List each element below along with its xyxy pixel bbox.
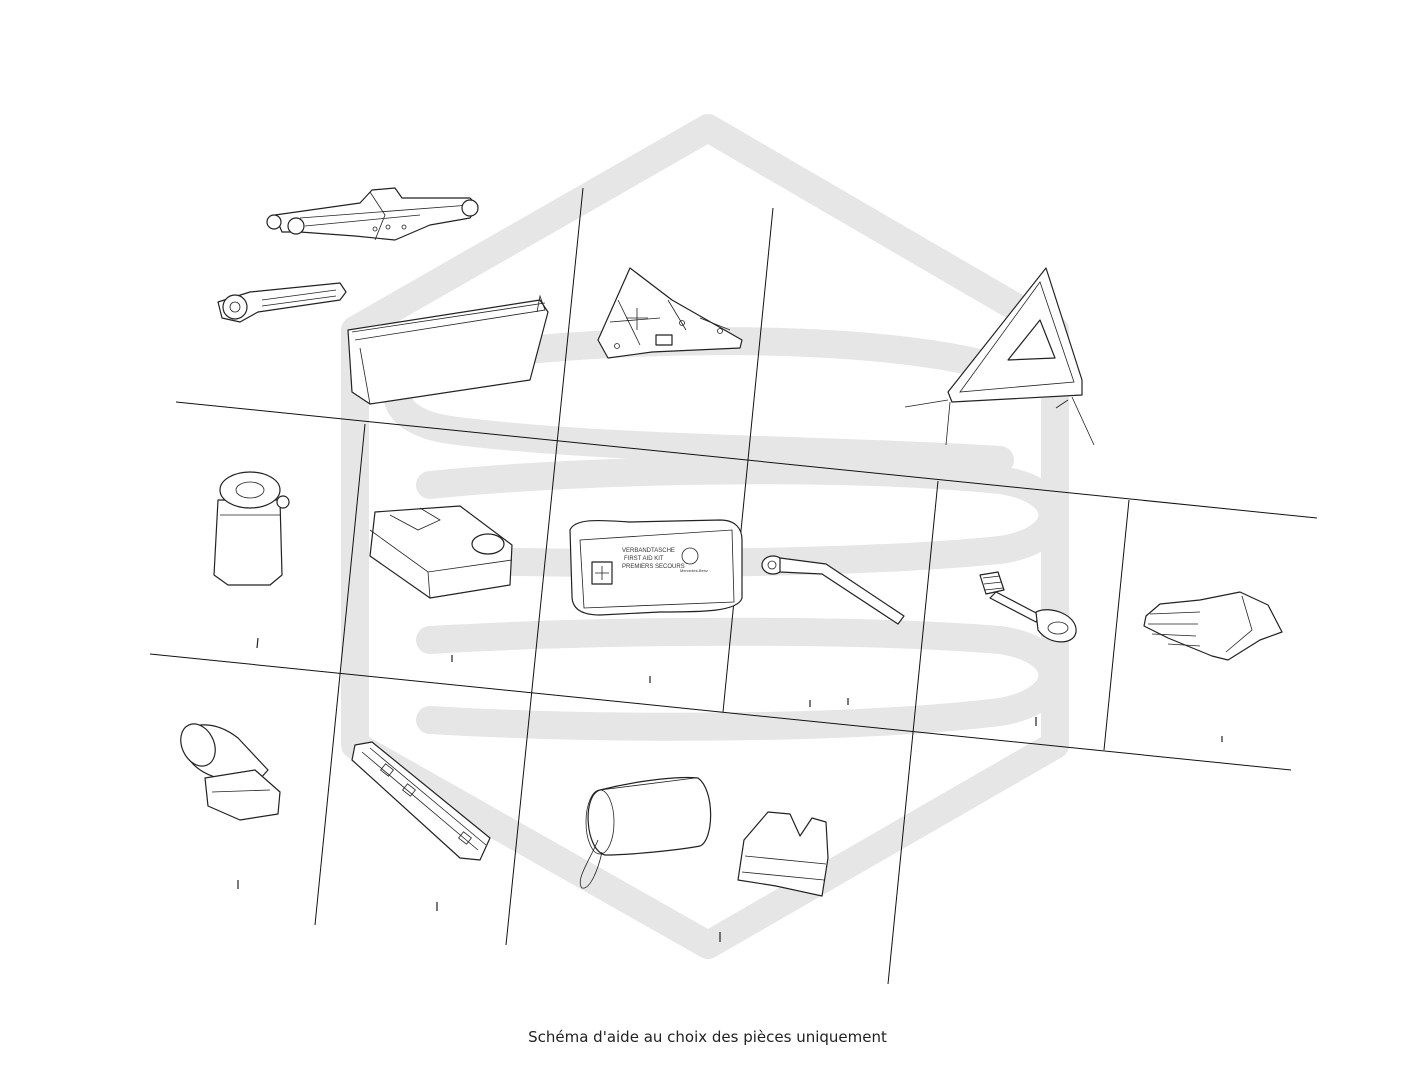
- first-aid-kit-icon[interactable]: VERBANDTASCHE FIRST AID KIT PREMIERS SEC…: [569, 519, 743, 616]
- scissor-jack-icon[interactable]: [266, 187, 479, 241]
- safety-vest-icon[interactable]: [737, 811, 829, 897]
- ratchet-wrench-icon[interactable]: [217, 282, 347, 323]
- grid-line: [175, 401, 1318, 519]
- wheel-chock-icon[interactable]: [597, 267, 743, 359]
- warning-triangle-icon[interactable]: [904, 267, 1095, 446]
- grid-lines: [149, 187, 1318, 985]
- grid-line: [1103, 499, 1130, 751]
- tool-tray-icon[interactable]: [347, 294, 549, 405]
- grid-line: [722, 207, 774, 713]
- gloves-icon[interactable]: [1143, 591, 1283, 661]
- tire-compressor-icon[interactable]: [369, 505, 513, 599]
- grid-line: [149, 653, 1292, 771]
- diagram-caption: Schéma d'aide au choix des pièces unique…: [528, 1028, 887, 1046]
- vest-pouch-icon[interactable]: [579, 776, 712, 889]
- lug-wrench-icon[interactable]: [761, 555, 905, 625]
- fuse-strip-icon[interactable]: [351, 741, 491, 861]
- first-aid-brand: Mercedes-Benz: [680, 568, 708, 573]
- towing-eye-icon[interactable]: [979, 571, 1077, 643]
- label-tick: [256, 637, 259, 649]
- sealant-bottle-icon[interactable]: [213, 471, 290, 586]
- first-aid-text-2: FIRST AID KIT: [624, 556, 664, 562]
- first-aid-text-1: VERBANDTASCHE: [622, 548, 675, 554]
- first-aid-text-3: PREMIERS SECOURS: [622, 564, 685, 570]
- grid-line: [887, 480, 939, 985]
- grid-line: [505, 187, 584, 946]
- grid-line: [314, 423, 366, 926]
- flashlight-icon[interactable]: [174, 718, 281, 821]
